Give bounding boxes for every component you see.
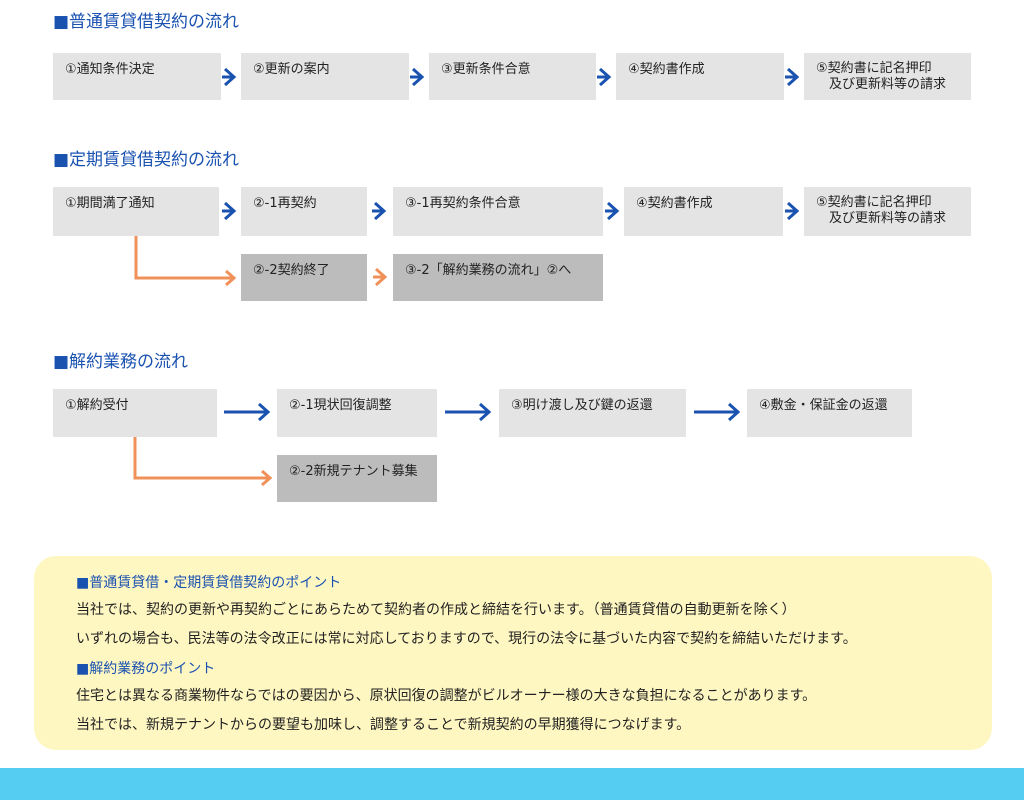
branch-connector-icon [133, 437, 273, 487]
points-text-2: いずれの場合も、民法等の法令改正には常に対応しておりますので、現行の法令に基づい… [76, 631, 857, 647]
points-text-3: 住宅とは異なる商業物件ならではの要因から、原状回復の調整がビルオーナー様の大きな… [76, 688, 817, 704]
arrow-right-icon [372, 201, 387, 221]
cancel-step-2-1: ②-1現状回復調整 [277, 389, 437, 437]
fixed-step-2-1: ②-1再契約 [241, 187, 367, 236]
arrow-right-icon [222, 67, 237, 87]
normal-step-5: ⑤契約書に記名押印 及び更新料等の請求 [804, 53, 971, 100]
points-title-cancel: ■解約業務のポイント [76, 661, 216, 677]
footer-bar [0, 768, 1024, 800]
points-text-1: 当社では、契約の更新や再契約ごとにあらためて契約者の作成と締結を行います。（普通… [76, 602, 796, 618]
arrow-right-icon [785, 67, 800, 87]
fixed-step-3-1: ③-1再契約条件合意 [393, 187, 603, 236]
cancel-step-1: ①解約受付 [53, 389, 217, 437]
arrow-right-icon [410, 67, 425, 87]
normal-step-3: ③更新条件合意 [429, 53, 596, 100]
fixed-step-4: ④契約書作成 [624, 187, 783, 236]
arrow-right-icon [373, 267, 388, 287]
fixed-step-5: ⑤契約書に記名押印 及び更新料等の請求 [804, 187, 971, 236]
arrow-right-icon [694, 402, 741, 422]
arrow-right-icon [222, 201, 237, 221]
fixed-step-2-2: ②-2契約終了 [241, 254, 367, 301]
cancel-step-4: ④敷金・保証金の返還 [747, 389, 912, 437]
points-title-lease: ■普通賃貸借・定期賃貸借契約のポイント [76, 575, 342, 591]
normal-step-1: ①通知条件決定 [53, 53, 221, 100]
cancel-flow-title: ■解約業務の流れ [53, 352, 189, 372]
arrow-right-icon [785, 201, 800, 221]
arrow-right-icon [605, 201, 620, 221]
normal-step-2: ②更新の案内 [241, 53, 409, 100]
arrow-right-icon [445, 402, 492, 422]
fixed-step-3-2: ③-2「解約業務の流れ」②へ [393, 254, 603, 301]
cancel-step-2-2: ②-2新規テナント募集 [277, 455, 437, 502]
branch-connector-icon [134, 236, 237, 287]
arrow-right-icon [597, 67, 612, 87]
arrow-right-icon [224, 402, 271, 422]
cancel-step-3: ③明け渡し及び鍵の返還 [499, 389, 686, 437]
normal-step-4: ④契約書作成 [616, 53, 784, 100]
fixed-lease-flow-title: ■定期賃貸借契約の流れ [53, 150, 240, 170]
normal-lease-flow-title: ■普通賃貸借契約の流れ [53, 12, 240, 32]
points-panel [34, 556, 992, 750]
points-text-4: 当社では、新規テナントからの要望も加味し、調整することで新規契約の早期獲得につな… [76, 717, 691, 733]
fixed-step-1: ①期間満了通知 [53, 187, 219, 236]
